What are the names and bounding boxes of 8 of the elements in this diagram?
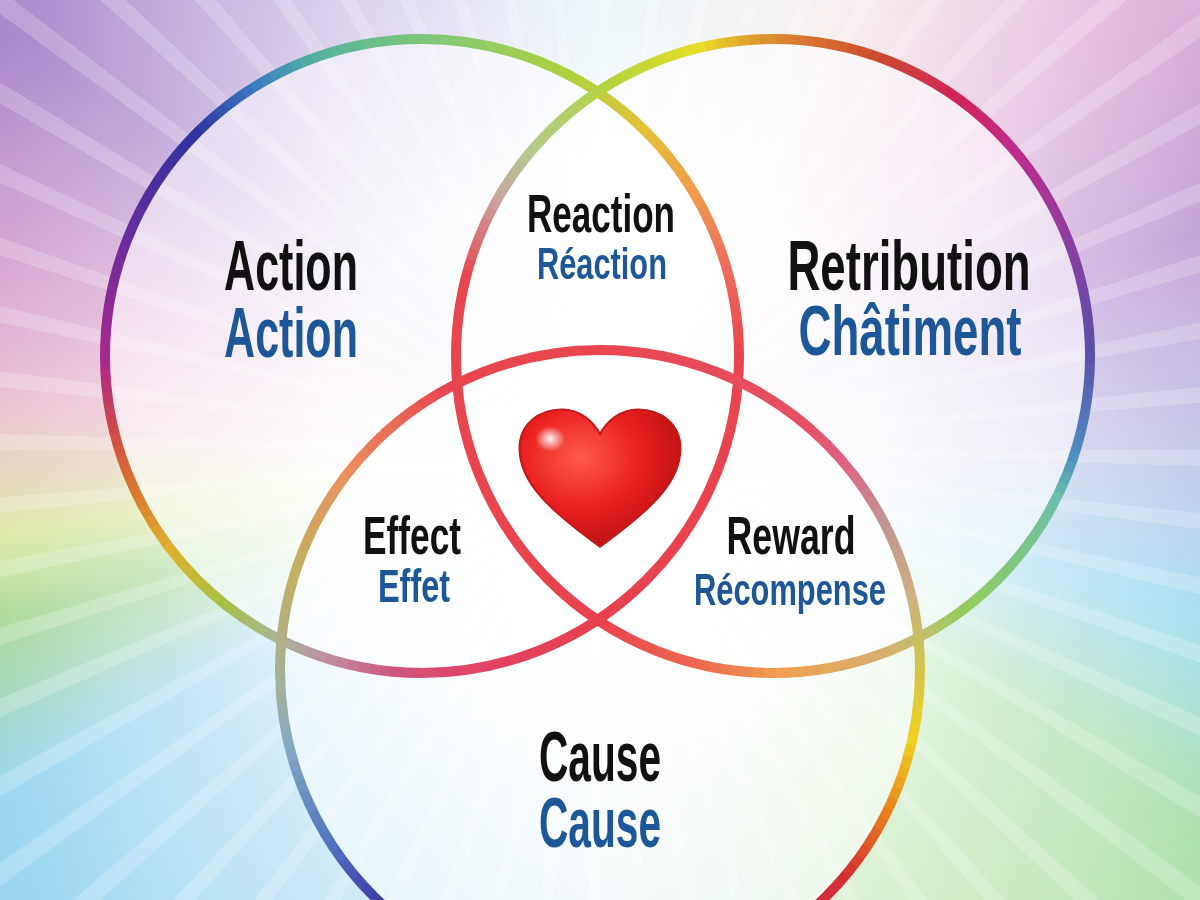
translation-label: Effet	[377, 563, 451, 609]
overlap-label: Effect	[363, 508, 461, 562]
overlap-label: Reaction	[527, 186, 675, 240]
translation-label: Réaction	[537, 242, 667, 286]
translation-label: Récompense	[694, 568, 886, 612]
set-label: Action	[224, 231, 358, 301]
overlap-label: Reward	[726, 508, 856, 562]
translation-label: Action	[224, 298, 358, 368]
